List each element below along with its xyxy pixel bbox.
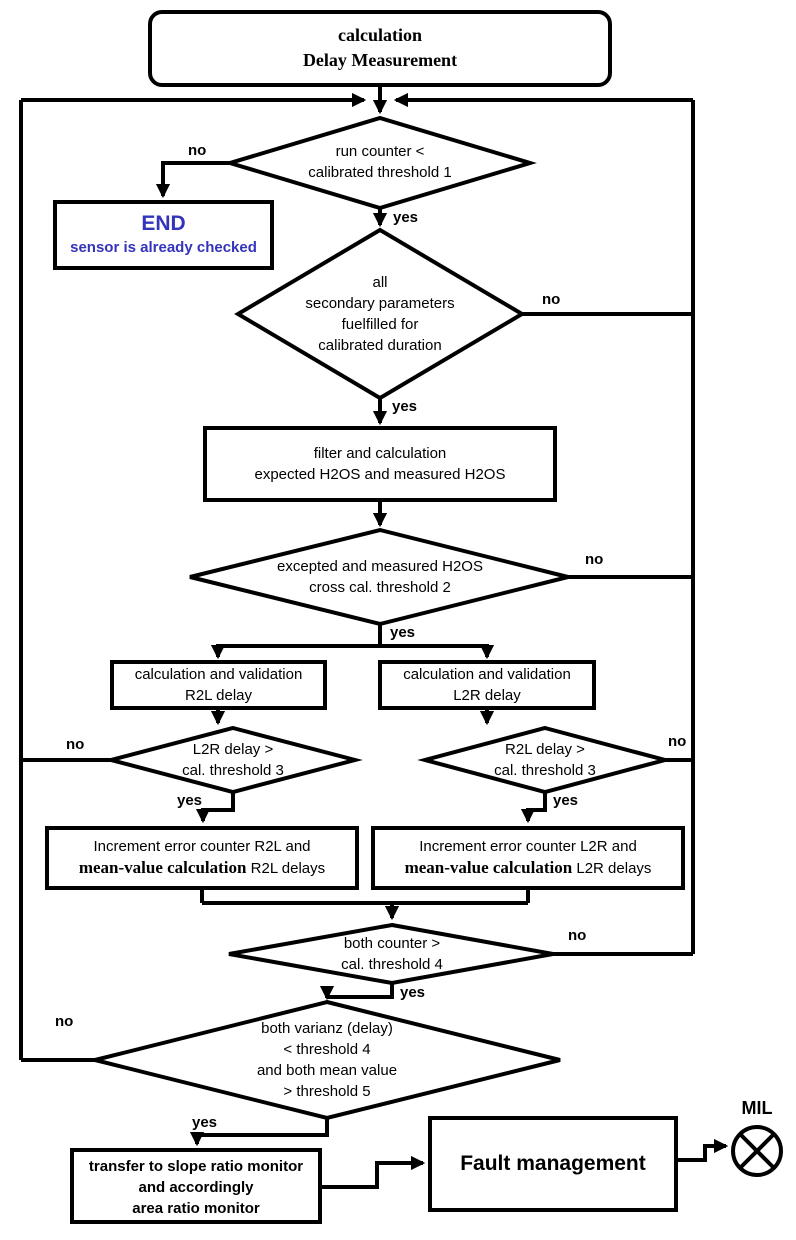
transfer-line3: area ratio monitor xyxy=(132,1200,260,1217)
transfer-box-shape xyxy=(70,1148,322,1224)
transfer-line2: and accordingly xyxy=(138,1179,254,1196)
yes-label-l2r-delay: yes xyxy=(177,792,203,809)
calc-l2r-box-shape xyxy=(378,660,596,710)
no-label-r2l-delay: no xyxy=(668,733,687,750)
cross-line1: excepted and measured H2OS xyxy=(277,558,483,575)
end-node-shape xyxy=(53,200,274,270)
transfer-line1: transfer to slope ratio monitor xyxy=(88,1158,304,1175)
decision-cross-label: excepted and measured H2OS cross cal. th… xyxy=(230,556,530,598)
increment-r2l-line1: Increment error counter R2L and xyxy=(93,838,311,855)
connector-run-counter-no-to-end xyxy=(155,161,230,199)
calc-l2r-line2: L2R delay xyxy=(453,687,521,704)
decision-l2r-delay-label: L2R delay > cal. threshold 3 xyxy=(133,739,333,781)
fault-box-shape xyxy=(428,1116,678,1212)
filter-line2: expected H2OS and measured H2OS xyxy=(254,466,506,483)
end-title: END xyxy=(141,212,186,235)
no-label-varianz: no xyxy=(55,1013,74,1030)
increment-r2l-line2-suffix: R2L delays xyxy=(246,860,326,877)
increment-r2l-line2-serif: mean-value calculation xyxy=(78,858,247,877)
yes-label-run-counter: yes xyxy=(393,209,419,226)
varianz-line1: both varianz (delay) xyxy=(261,1020,393,1037)
varianz-line3: and both mean value xyxy=(256,1062,398,1079)
filter-line1: filter and calculation xyxy=(313,445,447,462)
secondary-line4: calibrated duration xyxy=(318,337,442,354)
connector-l2r-delay-yes xyxy=(195,792,235,824)
increment-l2r-line1: Increment error counter L2R and xyxy=(419,838,637,855)
mil-lamp-x-icon xyxy=(738,1132,776,1170)
decision-secondary-label: all secondary parameters fuelfilled for … xyxy=(280,272,480,356)
fault-box-label: Fault management xyxy=(460,1152,646,1175)
no-label-both-counter: no xyxy=(568,927,587,944)
increment-l2r-line2: mean-value calculation L2R delays xyxy=(373,857,683,879)
secondary-line2: secondary parameters xyxy=(305,295,455,312)
no-label-secondary: no xyxy=(542,291,561,308)
increment-l2r-label: Increment error counter L2R and mean-val… xyxy=(373,836,683,879)
increment-l2r-line2-serif: mean-value calculation xyxy=(404,858,573,877)
calc-r2l-label: calculation and validation R2L delay xyxy=(112,664,325,706)
run-counter-line2: calibrated threshold 1 xyxy=(308,164,452,181)
decision-both-counter-label: both counter > cal. threshold 4 xyxy=(292,933,492,975)
connector-r2l-delay-yes xyxy=(520,792,547,824)
connector-cross-yes-split xyxy=(216,624,489,648)
calc-r2l-line2: R2L delay xyxy=(185,687,252,704)
both-counter-line2: cal. threshold 4 xyxy=(341,956,443,973)
connector-both-counter-yes xyxy=(319,983,394,1001)
both-counter-line1: both counter > xyxy=(343,935,441,952)
start-node-label: calculation Delay Measurement xyxy=(150,23,610,73)
calc-r2l-box-shape xyxy=(110,660,327,710)
increment-r2l-label: Increment error counter R2L and mean-val… xyxy=(47,836,357,879)
r2l-delay-line1: R2L delay > xyxy=(505,741,585,758)
varianz-line4: > threshold 5 xyxy=(283,1083,371,1100)
varianz-line2: < threshold 4 xyxy=(283,1041,371,1058)
decision-run-counter-label: run counter < calibrated threshold 1 xyxy=(230,141,530,183)
start-line2: Delay Measurement xyxy=(302,50,458,70)
increment-l2r-box-shape xyxy=(371,826,685,890)
secondary-line3: fuelfilled for xyxy=(341,316,419,333)
calc-r2l-line1: calculation and validation xyxy=(134,666,303,683)
yes-label-both-counter: yes xyxy=(400,984,426,1001)
connector-varianz-yes xyxy=(189,1118,329,1147)
decision-varianz-label: both varianz (delay) < threshold 4 and b… xyxy=(227,1018,427,1102)
end-subtitle: sensor is already checked xyxy=(70,239,257,256)
yes-label-secondary: yes xyxy=(392,398,418,415)
l2r-delay-line1: L2R delay > xyxy=(192,741,274,758)
increment-r2l-line2: mean-value calculation R2L delays xyxy=(47,857,357,879)
run-counter-line1: run counter < xyxy=(335,143,425,160)
l2r-delay-line2: cal. threshold 3 xyxy=(182,762,284,779)
increment-l2r-line2-suffix: L2R delays xyxy=(572,860,652,877)
connector-transfer-to-fault xyxy=(320,1155,426,1189)
no-label-l2r-delay: no xyxy=(66,736,85,753)
transfer-box-label: transfer to slope ratio monitor and acco… xyxy=(74,1156,318,1219)
yes-label-varianz: yes xyxy=(192,1114,218,1131)
yes-label-r2l-delay: yes xyxy=(553,792,579,809)
calc-l2r-line1: calculation and validation xyxy=(403,666,571,683)
end-node-label: END sensor is already checked xyxy=(57,210,270,258)
r2l-delay-line2: cal. threshold 3 xyxy=(494,762,596,779)
secondary-line1: all xyxy=(372,274,388,291)
decision-r2l-delay-label: R2L delay > cal. threshold 3 xyxy=(445,739,645,781)
no-label-run-counter: no xyxy=(188,142,207,159)
connector-merge xyxy=(200,888,530,918)
connector-fault-to-mil xyxy=(676,1138,729,1162)
yes-label-cross: yes xyxy=(390,624,416,641)
no-label-cross: no xyxy=(585,551,604,568)
filter-box-label: filter and calculation expected H2OS and… xyxy=(205,443,555,485)
mil-label: MIL xyxy=(741,1098,773,1118)
filter-box-shape xyxy=(203,426,557,502)
start-line1: calculation xyxy=(338,25,422,45)
cross-line2: cross cal. threshold 2 xyxy=(309,579,451,596)
calc-l2r-label: calculation and validation L2R delay xyxy=(380,664,594,706)
